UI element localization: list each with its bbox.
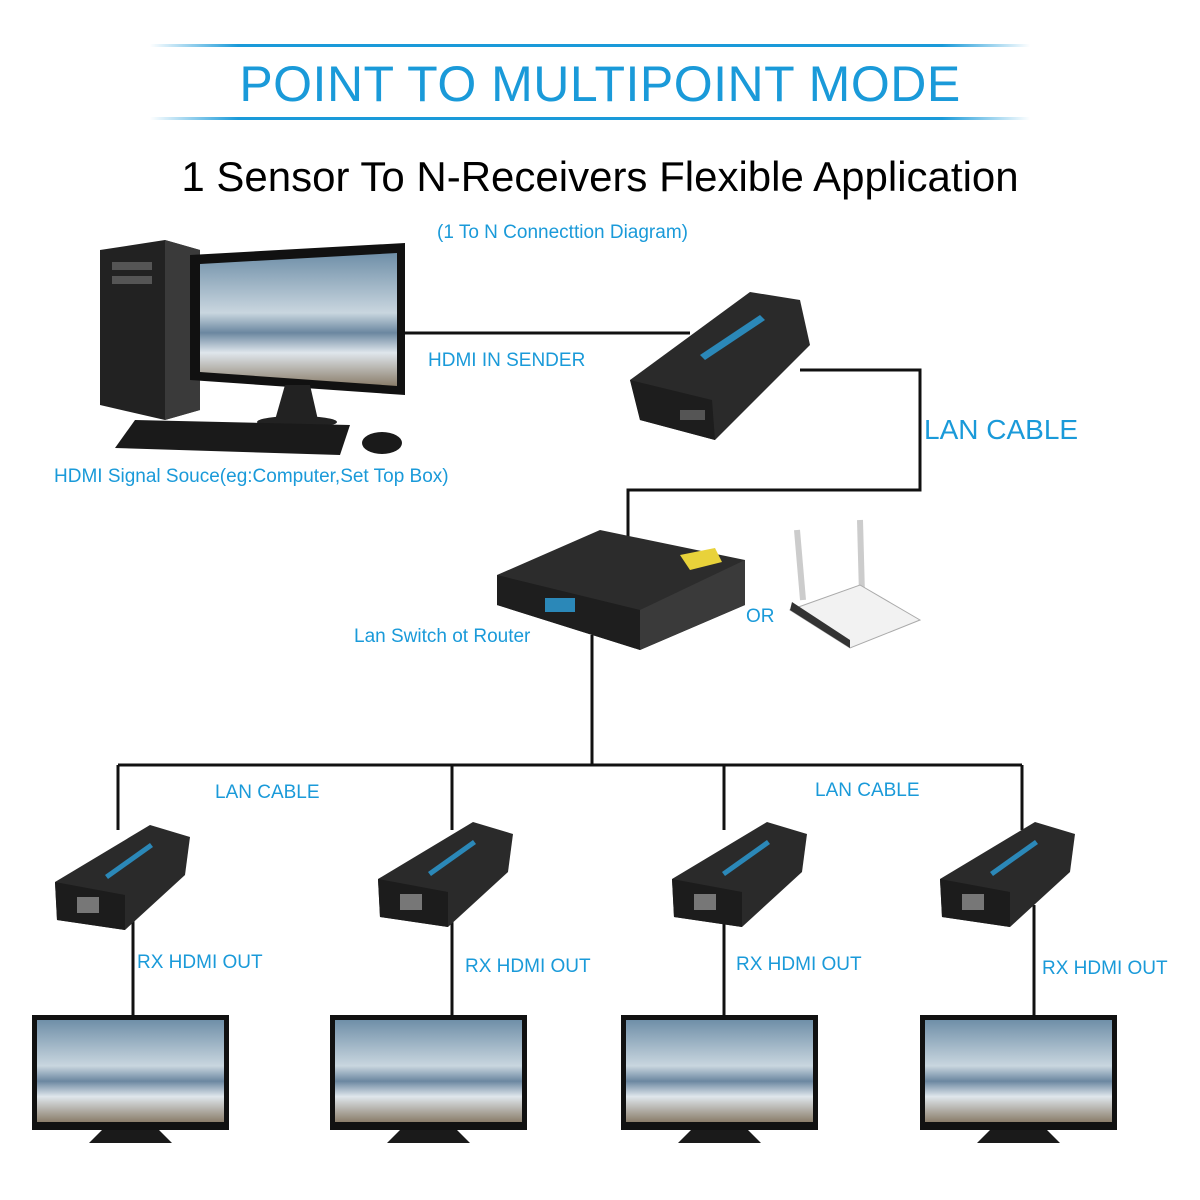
- receiver-label-1: RX HDMI OUT: [137, 952, 263, 973]
- title-rule-top: [150, 44, 1030, 47]
- hdmi-receiver-device-icon: [55, 825, 190, 930]
- tv-display-icon: [32, 1015, 229, 1143]
- diagram-caption: (1 To N Connecttion Diagram): [437, 222, 688, 243]
- subtitle: 1 Sensor To N-Receivers Flexible Applica…: [181, 153, 1019, 200]
- hdmi-sender-device-icon: [630, 292, 810, 440]
- receiver-label-2: RX HDMI OUT: [465, 956, 591, 977]
- computer-tower-icon: [100, 240, 200, 420]
- receiver-label-4: RX HDMI OUT: [1042, 958, 1168, 979]
- lan-cable-main-label: LAN CABLE: [924, 414, 1079, 445]
- computer-monitor-icon: [190, 243, 405, 428]
- hdmi-out-cables: [131, 905, 1036, 1015]
- lan-cable-right-label: LAN CABLE: [815, 780, 920, 801]
- switch-label: Lan Switch ot Router: [354, 626, 531, 647]
- hdmi-receiver-device-icon: [672, 822, 807, 927]
- wireless-router-icon: [788, 519, 922, 649]
- lan-cable-left-label: LAN CABLE: [215, 782, 320, 803]
- sender-label: HDMI IN SENDER: [428, 350, 586, 371]
- tv-display-icon: [330, 1015, 527, 1143]
- keyboard-icon: [115, 420, 350, 455]
- hdmi-receiver-device-icon: [940, 822, 1075, 927]
- lan-switch-icon: [497, 530, 745, 650]
- lan-cable-sender: [626, 368, 922, 540]
- tv-display-icon: [920, 1015, 1117, 1143]
- source-label: HDMI Signal Souce(eg:Computer,Set Top Bo…: [54, 466, 449, 487]
- hdmi-receiver-device-icon: [378, 822, 513, 927]
- tv-display-icon: [621, 1015, 818, 1143]
- mouse-icon: [362, 432, 402, 454]
- title-rule-bottom: [150, 117, 1030, 120]
- page-title: POINT TO MULTIPOINT MODE: [239, 56, 961, 112]
- or-label: OR: [746, 606, 775, 627]
- lan-drops: [116, 765, 1024, 830]
- receiver-label-3: RX HDMI OUT: [736, 954, 862, 975]
